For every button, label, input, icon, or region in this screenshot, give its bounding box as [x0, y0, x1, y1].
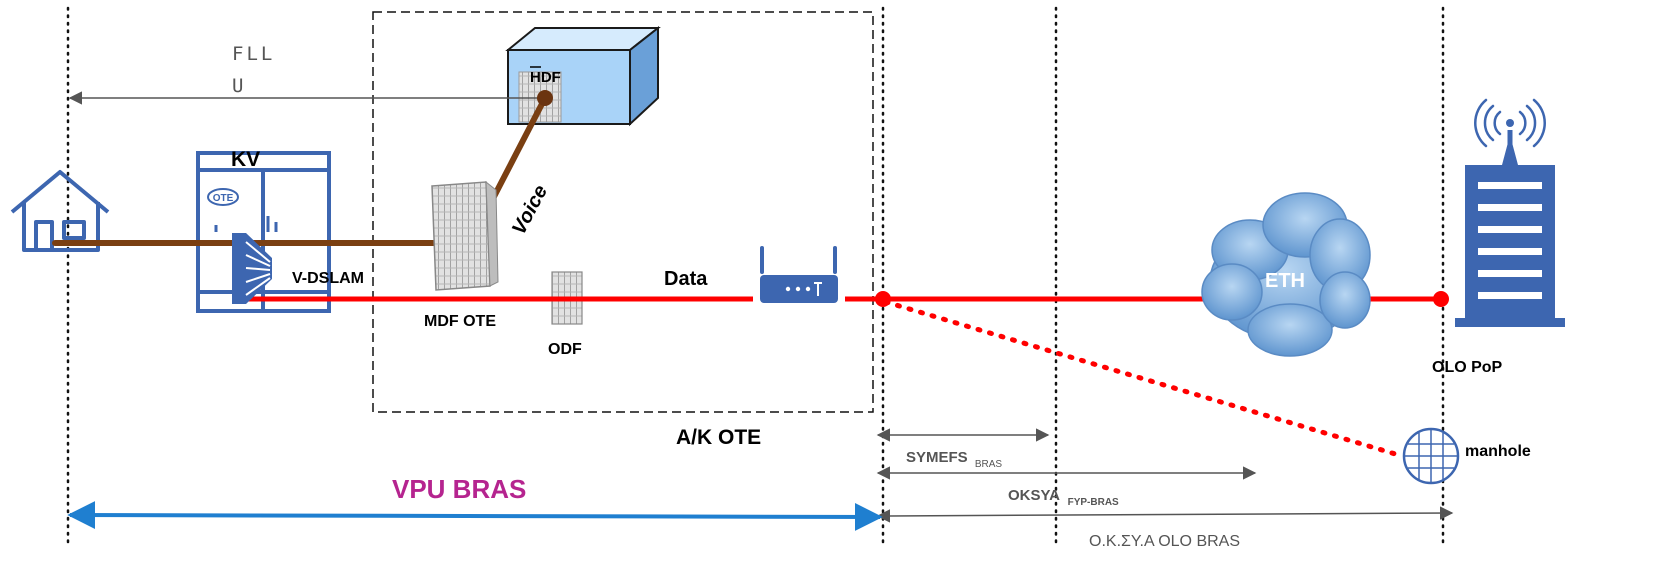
ote-logo-text: OTE — [213, 193, 234, 204]
mdf-rack-icon — [431, 180, 499, 291]
symefs-label: SYMEFS BRAS — [906, 449, 1002, 470]
manhole-icon — [1402, 427, 1460, 485]
odf-label: ODF — [548, 341, 582, 358]
ote-logo: OTE — [207, 188, 239, 206]
fllu-label-line1: FLL — [232, 43, 275, 65]
router-icon — [760, 246, 838, 303]
kv-label: KV — [231, 148, 260, 171]
house-icon — [10, 170, 110, 252]
olo-pop-label: OLO PoP — [1432, 359, 1503, 376]
oksya-main: OKSYA — [1008, 487, 1060, 504]
exchange-building-box — [372, 11, 874, 413]
oksya-label: OKSYA FYP-BRAS — [1008, 487, 1119, 508]
fllu-label-line2: U — [232, 75, 243, 97]
olo-termination-dot — [1433, 291, 1449, 307]
symefs-main: SYMEFS — [906, 449, 968, 466]
okxya-olo-arrow — [876, 506, 1454, 523]
symefs-subscript: BRAS — [975, 459, 1003, 470]
voice-label: Voice — [508, 182, 552, 239]
voice-junction-hdf — [537, 90, 553, 106]
eth-label: ETH — [1265, 270, 1305, 292]
oksya-subscript: FYP-BRAS — [1068, 497, 1119, 508]
vpu-bras-label: VPU BRAS — [392, 474, 526, 504]
ak-ote-label: A/K OTE — [676, 426, 761, 449]
kv-small-marks — [214, 216, 278, 232]
vdslam-label: V-DSLAM — [292, 270, 364, 287]
mdf-ote-label: MDF OTE — [424, 313, 496, 330]
vdslam-icon — [232, 233, 272, 304]
vpu-bras-arrow — [67, 501, 883, 531]
olo-building-icon — [1455, 98, 1565, 327]
data-label: Data — [664, 268, 708, 290]
okxya-olo-label: Ο.Κ.ΣΥ.Α OLO BRAS — [1089, 533, 1240, 550]
eth-cloud-icon — [1201, 192, 1371, 357]
manhole-label: manhole — [1465, 443, 1531, 460]
kv-cabinet-icon — [196, 151, 331, 313]
hdf-label: HDF — [530, 69, 561, 86]
